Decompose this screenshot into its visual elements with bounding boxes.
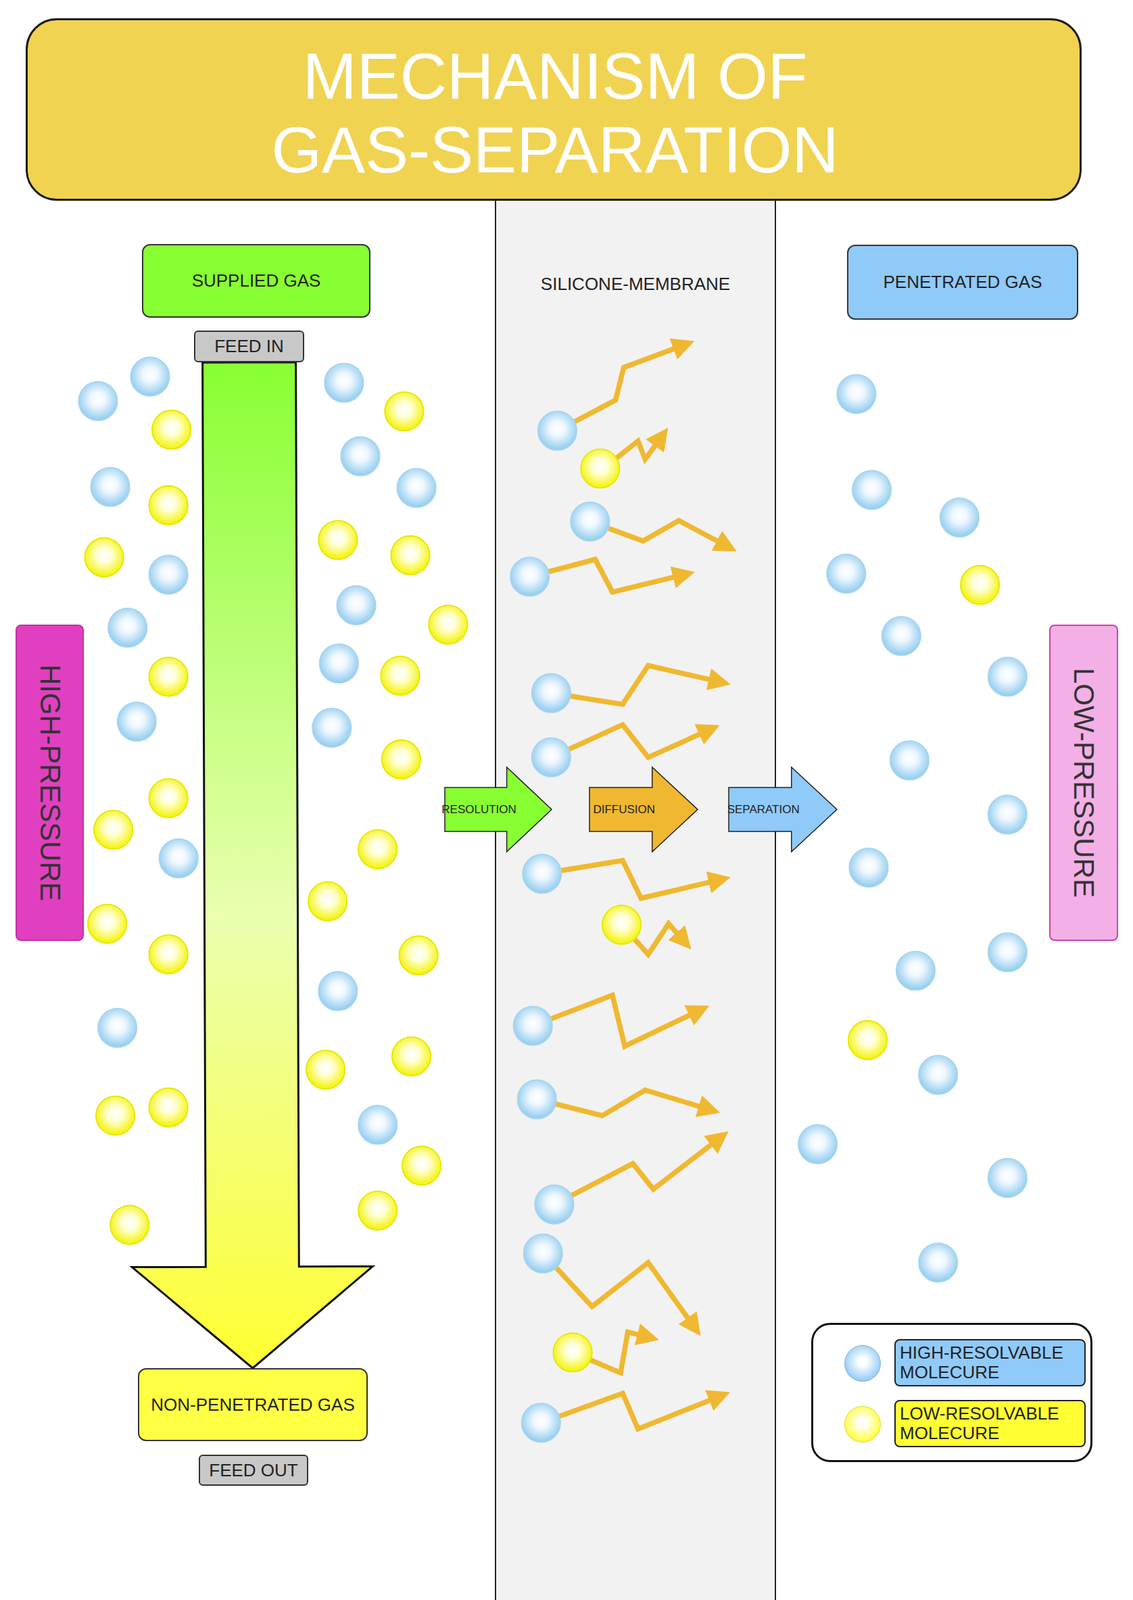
pressure-label: LOW-PRESSURE [1067, 667, 1100, 898]
yellow-molecule [358, 1191, 397, 1230]
blue-molecule [918, 1243, 958, 1282]
legend-swatch [844, 1345, 881, 1382]
feed-flow-arrow [131, 362, 373, 1369]
feed-in-tag: FEED IN [194, 330, 305, 363]
yellow-molecule [306, 1050, 345, 1090]
yellow-molecule [384, 392, 424, 431]
blue-molecule [988, 794, 1027, 834]
yellow-molecule [152, 410, 191, 449]
blue-molecule [340, 436, 380, 476]
yellow-molecule [392, 1037, 431, 1076]
blue-molecule [312, 708, 351, 747]
blue-molecule [826, 554, 866, 593]
blue-molecule [896, 951, 935, 990]
pressure-label: HIGH-PRESSURE [33, 664, 67, 902]
blue-molecule [988, 657, 1027, 696]
feed-out-tag: FEED OUT [198, 1454, 309, 1486]
yellow-molecule [848, 1020, 887, 1060]
high-pressure-band: HIGH-PRESSURE [15, 624, 84, 942]
yellow-molecule [318, 520, 357, 560]
yellow-molecule [110, 1205, 149, 1244]
blue-molecule [852, 470, 891, 510]
yellow-molecule [148, 486, 188, 525]
box-label: SUPPLIED GAS [191, 270, 322, 292]
arrow-label: RESOLUTION [446, 787, 513, 832]
legend-swatch [844, 1406, 881, 1443]
box-label: PENETRATED GAS [882, 271, 1042, 293]
penetrated-gas-box: PENETRATED GAS [847, 244, 1079, 320]
yellow-molecule [84, 538, 124, 577]
membrane-band: SILICONE-MEMBRANE DIFFUSION [494, 200, 777, 1600]
title-text: MECHANISM OF GAS-SEPARATION [250, 39, 860, 187]
resolution-arrow: RESOLUTION [444, 767, 552, 852]
yellow-molecule [428, 605, 468, 644]
blue-molecule [108, 608, 147, 647]
yellow-molecule [148, 657, 188, 696]
supplied-gas-box: SUPPLIED GAS [141, 244, 371, 318]
yellow-molecule [398, 936, 438, 975]
yellow-molecule [93, 810, 133, 850]
box-label: FEED IN [214, 335, 284, 357]
blue-molecule [988, 932, 1027, 972]
yellow-molecule [358, 830, 397, 869]
arrow-label: SEPARATION [730, 787, 798, 832]
blue-molecule [396, 468, 436, 508]
yellow-molecule [148, 778, 188, 818]
blue-molecule [836, 374, 876, 414]
legend-label: LOW-RESOLVABLE MOLECURE [894, 1400, 1086, 1448]
title-banner: MECHANISM OF GAS-SEPARATION [25, 18, 1082, 201]
blue-molecule [319, 644, 359, 683]
blue-molecule [78, 381, 117, 421]
yellow-molecule [960, 565, 1000, 605]
yellow-molecule [95, 1096, 135, 1136]
yellow-molecule [87, 904, 127, 944]
block-arrow-outline [589, 767, 698, 852]
low-pressure-band: LOW-PRESSURE [1049, 624, 1119, 942]
non-penetrated-gas-box: NON-PENETRATED GAS [137, 1368, 368, 1442]
diffusion-arrow: DIFFUSION [589, 767, 698, 852]
yellow-molecule [148, 934, 188, 974]
blue-molecule [890, 740, 929, 780]
block-arrow-outline [728, 767, 837, 852]
blue-molecule [988, 1158, 1027, 1198]
yellow-molecule [148, 1088, 188, 1127]
yellow-molecule [390, 536, 430, 575]
blue-molecule [90, 467, 130, 507]
arrow-label: DIFFUSION [590, 787, 658, 832]
blue-molecule [318, 972, 357, 1011]
yellow-molecule [402, 1146, 441, 1186]
blue-molecule [358, 1105, 397, 1144]
blue-molecule [148, 555, 188, 594]
blue-molecule [849, 848, 888, 887]
separation-arrow: SEPARATION [728, 767, 837, 852]
blue-molecule [130, 357, 170, 397]
yellow-molecule [381, 740, 421, 779]
blue-molecule [336, 586, 376, 625]
blue-molecule [918, 1055, 958, 1094]
legend-box: HIGH-RESOLVABLE MOLECURE LOW-RESOLVABLE M… [811, 1322, 1093, 1463]
yellow-molecule [380, 656, 420, 695]
membrane-label: SILICONE-MEMBRANE [496, 273, 775, 295]
legend-label: HIGH-RESOLVABLE MOLECURE [894, 1339, 1086, 1387]
box-label: NON-PENETRATED GAS [150, 1394, 355, 1416]
blue-molecule [117, 702, 157, 741]
blue-molecule [798, 1124, 837, 1164]
blue-molecule [882, 616, 921, 656]
block-arrow-outline [444, 767, 552, 852]
yellow-molecule [308, 882, 347, 921]
blue-molecule [324, 363, 364, 403]
blue-molecule [98, 1008, 137, 1048]
blue-molecule [940, 498, 979, 537]
blue-molecule [159, 838, 199, 878]
box-label: FEED OUT [208, 1460, 298, 1482]
